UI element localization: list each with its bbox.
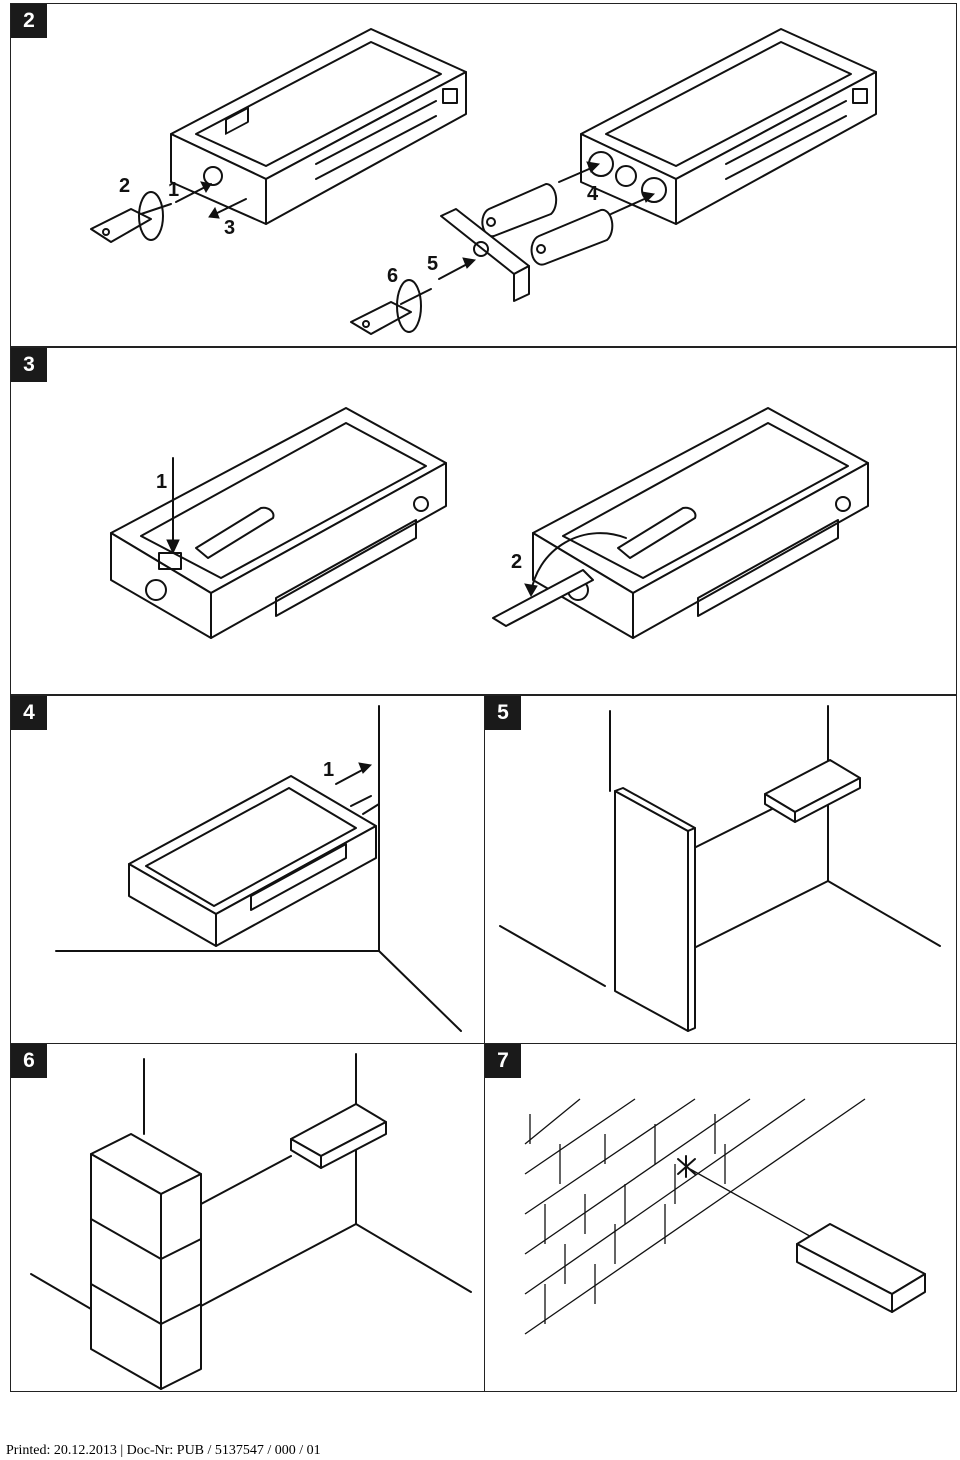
figure-panel-2: 2 2 1 3 [10, 3, 957, 347]
figure-panel-4: 4 1 [10, 695, 485, 1044]
door-panel [614, 787, 696, 1032]
figure-number-badge: 2 [11, 4, 47, 38]
callout-1: 1 [168, 179, 179, 201]
device-illustration [796, 1223, 926, 1313]
device-illustration [128, 775, 380, 947]
brick-wall [524, 1098, 866, 1335]
end-piece-illustration: 1 2 [110, 407, 869, 639]
figure-number-badge: 5 [485, 696, 521, 730]
device-illustration [764, 759, 861, 823]
device-illustration [580, 28, 877, 225]
figure-number-badge: 3 [11, 348, 47, 382]
stacked-boxes [90, 1133, 202, 1390]
callout-2: 2 [119, 175, 130, 197]
callout-1: 1 [323, 759, 334, 781]
device-illustration [170, 28, 467, 225]
battery-replacement-illustration: 2 1 3 4 [90, 28, 877, 335]
measuring-from-corner-illustration: 1 [55, 705, 462, 1032]
key-tool-icon [90, 191, 172, 243]
callout-4: 4 [587, 183, 599, 205]
figure-panel-6: 6 [10, 1043, 485, 1392]
callout-2: 2 [511, 551, 522, 573]
device-illustration [532, 407, 869, 639]
device-illustration [110, 407, 447, 639]
figure-number-badge: 7 [485, 1044, 521, 1078]
callout-6: 6 [387, 265, 398, 287]
callout-1: 1 [156, 471, 167, 493]
figure-panel-5: 5 [484, 695, 957, 1044]
measuring-to-brick-wall-illustration [524, 1098, 926, 1335]
figure-number-badge: 4 [11, 696, 47, 730]
callout-3: 3 [224, 217, 235, 239]
laser-target-icon [677, 1155, 696, 1178]
print-footer: Printed: 20.12.2013 | Doc-Nr: PUB / 5137… [6, 1443, 321, 1458]
figure-number-badge: 6 [11, 1044, 47, 1078]
room-corner [55, 705, 462, 1032]
figure-panel-7: 7 [484, 1043, 957, 1392]
laser-beam [689, 1168, 816, 1240]
measuring-past-obstacle-illustration [30, 1053, 472, 1390]
measuring-from-door-illustration [499, 705, 941, 1032]
device-illustration [290, 1103, 387, 1169]
figure-panel-3: 3 1 2 [10, 347, 957, 695]
room-corner [30, 1053, 472, 1310]
room-corner [499, 705, 941, 987]
battery-illustration [481, 182, 614, 266]
callout-5: 5 [427, 253, 438, 275]
end-piece-illustration [492, 532, 627, 627]
battery-cover-illustration [440, 208, 530, 302]
key-tool-icon [350, 279, 432, 335]
